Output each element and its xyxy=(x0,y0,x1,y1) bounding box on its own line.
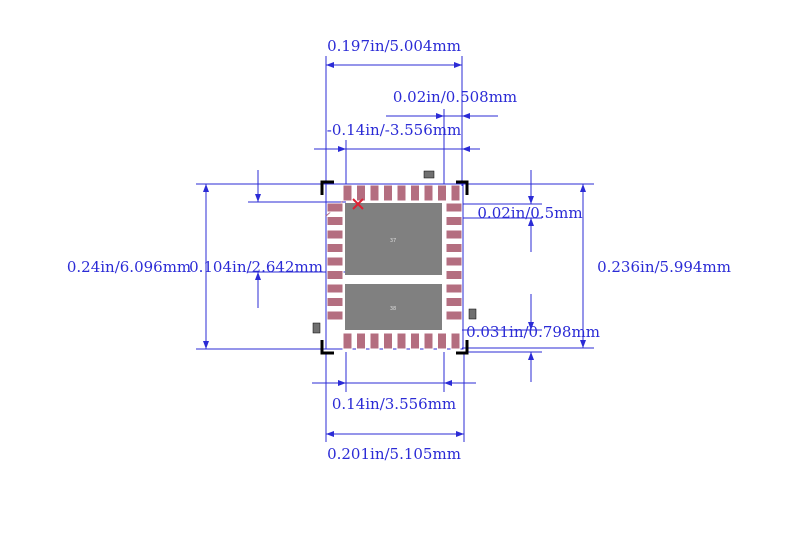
pad-right xyxy=(445,243,463,253)
pad-bottom xyxy=(450,332,461,350)
pad-left xyxy=(326,256,344,267)
thermal-pad-lower-label: 38 xyxy=(390,306,396,312)
pad-bottom xyxy=(342,332,353,350)
pad-right xyxy=(445,297,463,307)
pad-bottom xyxy=(369,332,380,350)
pad-top xyxy=(396,184,407,202)
pad-top xyxy=(369,184,380,202)
dim-thermal-gap: 0.104in/2.642mm xyxy=(189,258,323,276)
pad-bottom xyxy=(396,332,407,350)
courtyard-corner-marks xyxy=(320,180,469,355)
dim-offset-bottom: 0.14in/3.556mm xyxy=(332,395,456,413)
dimension-arrowheads xyxy=(203,62,586,437)
pad-top xyxy=(356,184,366,202)
dim-offset-top: -0.14in/-3.556mm xyxy=(327,121,461,139)
pad-right xyxy=(445,283,463,294)
x-mark-icon xyxy=(352,198,364,210)
pad-bottom xyxy=(383,332,393,350)
pad-bottom xyxy=(437,332,447,350)
pad-top xyxy=(450,184,461,202)
pad-right xyxy=(445,256,463,267)
pad-left xyxy=(326,270,344,280)
perimeter-pads xyxy=(326,184,463,350)
pad-left xyxy=(326,202,344,213)
pad-right xyxy=(445,229,463,240)
dim-pad-width: 0.02in/0.508mm xyxy=(393,88,517,106)
dim-overall-height: 0.24in/6.096mm xyxy=(67,258,191,276)
fiducial-left xyxy=(312,322,321,334)
pad-top xyxy=(437,184,447,202)
pad-left xyxy=(326,283,344,294)
pad-bottom xyxy=(423,332,434,350)
pad-right xyxy=(445,202,463,213)
fiducial-right xyxy=(468,308,477,320)
pad-bottom xyxy=(356,332,366,350)
dim-body-height: 0.236in/5.994mm xyxy=(597,258,731,276)
pad-top xyxy=(342,184,353,202)
body-outline xyxy=(325,183,464,350)
fiducial-top xyxy=(423,170,435,179)
pad-top xyxy=(410,184,420,202)
pad-top xyxy=(423,184,434,202)
dim-pad-pitch: 0.02in/0.5mm xyxy=(477,204,582,222)
pad-right xyxy=(445,216,463,226)
pad-right xyxy=(445,270,463,280)
dim-pad-length: 0.031in/0.798mm xyxy=(466,323,600,341)
thermal-pad-lower xyxy=(345,284,442,330)
pad-left xyxy=(326,297,344,307)
dim-body-width-top: 0.197in/5.004mm xyxy=(327,37,461,55)
thermal-pad-upper-label: 37 xyxy=(390,238,396,244)
thermal-pad-upper xyxy=(345,203,442,275)
dim-overall-width: 0.201in/5.105mm xyxy=(327,445,461,463)
pad-left xyxy=(326,243,344,253)
pad-bottom xyxy=(410,332,420,350)
pad-left xyxy=(326,229,344,240)
pad-right xyxy=(445,310,463,321)
pad-left xyxy=(326,216,344,226)
pad-left xyxy=(326,310,344,321)
pad-top xyxy=(383,184,393,202)
